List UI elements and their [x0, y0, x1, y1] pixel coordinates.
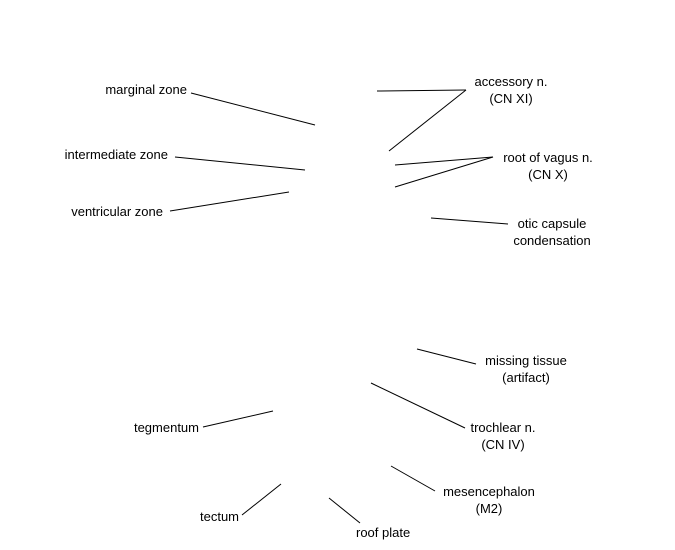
leader-line-vagus-b: [394, 156, 494, 188]
leader-line-mesencephalon: [390, 465, 436, 492]
label-root-of-vagus-n: root of vagus n. (CN X): [503, 150, 593, 182]
leader-line-missing-tissue: [416, 348, 477, 365]
label-marginal-zone: marginal zone: [105, 82, 187, 97]
leader-line-roof-plate: [328, 497, 361, 524]
label-tegmentum: tegmentum: [133, 420, 199, 435]
leader-line-ventricular-zone: [169, 191, 290, 212]
leader-line-intermediate-zone: [174, 156, 306, 171]
leader-line-otic-capsule: [430, 217, 509, 225]
leader-line-vagus-a: [394, 156, 494, 166]
leader-line-tectum: [241, 483, 282, 516]
label-missing-tissue: missing tissue (artifact): [485, 353, 567, 385]
label-otic-capsule: otic capsule condensation: [513, 216, 591, 248]
leader-line-marginal-zone: [190, 92, 316, 126]
label-tectum: tectum: [199, 509, 239, 524]
leader-line-trochlear-n: [370, 382, 466, 429]
leader-line-accessory-n-a: [376, 89, 467, 92]
label-accessory-n: accessory n. (CN XI): [474, 74, 548, 106]
label-mesencephalon: mesencephalon (M2): [443, 484, 535, 516]
leader-line-tegmentum: [202, 410, 274, 428]
label-intermediate-zone: intermediate zone: [64, 147, 168, 162]
leader-line-accessory-n-b: [388, 89, 467, 152]
label-roof-plate: roof plate: [356, 525, 411, 540]
label-ventricular-zone: ventricular zone: [71, 204, 163, 219]
label-trochlear-n: trochlear n. (CN IV): [470, 420, 536, 452]
